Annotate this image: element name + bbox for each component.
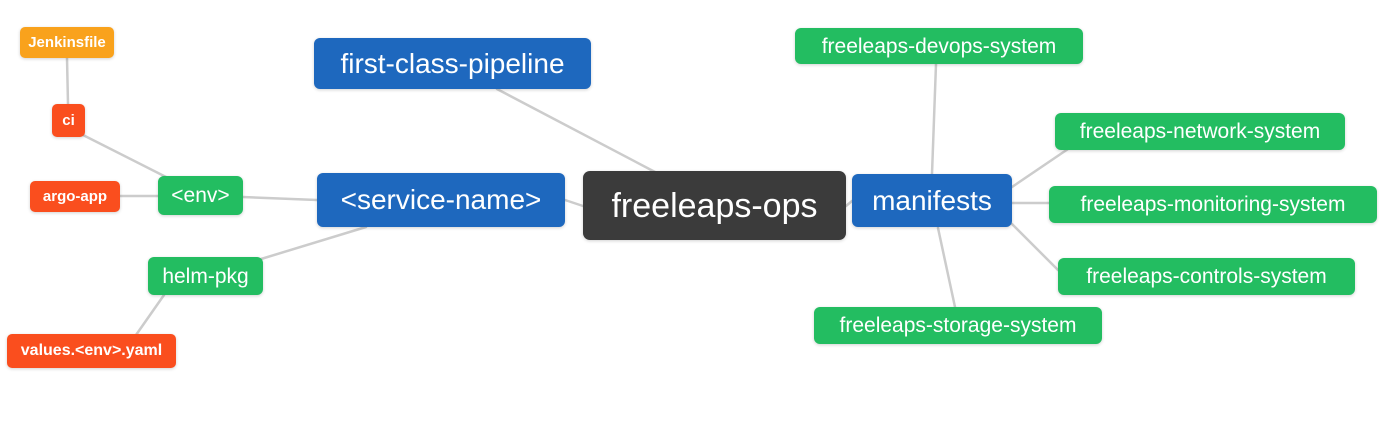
node-freeleaps-monitoring-system-label: freeleaps-monitoring-system — [1080, 193, 1346, 216]
node-manifests[interactable]: manifests — [852, 174, 1012, 227]
node-freeleaps-network-system-label: freeleaps-network-system — [1079, 120, 1321, 143]
node-service-name-label: <service-name> — [340, 184, 542, 215]
edge-helmpkg-values — [134, 293, 166, 337]
node-helm-pkg[interactable]: helm-pkg — [148, 257, 263, 295]
node-freeleaps-devops-system[interactable]: freeleaps-devops-system — [795, 28, 1083, 64]
node-jenkinsfile[interactable]: Jenkinsfile — [20, 27, 114, 58]
edge-manifests-devops — [930, 62, 938, 176]
edge-manifests-controls — [1010, 222, 1060, 272]
node-freeleaps-controls-system[interactable]: freeleaps-controls-system — [1058, 258, 1355, 295]
node-env[interactable]: <env> — [158, 176, 243, 215]
node-service-name[interactable]: <service-name> — [317, 173, 565, 227]
node-freeleaps-controls-system-label: freeleaps-controls-system — [1086, 265, 1327, 288]
node-freeleaps-monitoring-system[interactable]: freeleaps-monitoring-system — [1049, 186, 1377, 223]
edge-pipeline-ops — [495, 87, 657, 174]
node-ci[interactable]: ci — [52, 104, 85, 137]
node-first-class-pipeline[interactable]: first-class-pipeline — [314, 38, 591, 89]
edge-servicename-helmpkg — [259, 225, 368, 261]
node-argo-app[interactable]: argo-app — [30, 181, 120, 212]
node-freeleaps-ops[interactable]: freeleaps-ops — [583, 171, 846, 240]
edge-servicename-ops — [563, 198, 585, 208]
node-manifests-label: manifests — [872, 184, 992, 216]
edge-ops-manifests — [844, 199, 854, 208]
node-freeleaps-storage-system[interactable]: freeleaps-storage-system — [814, 307, 1102, 344]
node-ci-label: ci — [62, 112, 75, 129]
node-values-env-yaml-label: values.<env>.yaml — [20, 342, 163, 359]
edge-ci-env — [79, 132, 170, 180]
node-env-label: <env> — [171, 184, 230, 207]
node-first-class-pipeline-label: first-class-pipeline — [340, 47, 565, 79]
node-freeleaps-ops-label: freeleaps-ops — [611, 186, 818, 225]
node-helm-pkg-label: helm-pkg — [162, 264, 249, 288]
node-values-env-yaml[interactable]: values.<env>.yaml — [7, 334, 176, 368]
edge-env-servicename — [241, 195, 319, 202]
edge-manifests-storage — [936, 226, 957, 309]
node-freeleaps-network-system[interactable]: freeleaps-network-system — [1055, 113, 1345, 150]
node-argo-app-label: argo-app — [42, 188, 108, 205]
edge-jenkinsfile-ci — [65, 56, 70, 106]
node-jenkinsfile-label: Jenkinsfile — [28, 34, 106, 51]
node-freeleaps-devops-system-label: freeleaps-devops-system — [821, 34, 1057, 58]
node-freeleaps-storage-system-label: freeleaps-storage-system — [839, 314, 1077, 337]
edge-manifests-network — [1010, 147, 1070, 189]
